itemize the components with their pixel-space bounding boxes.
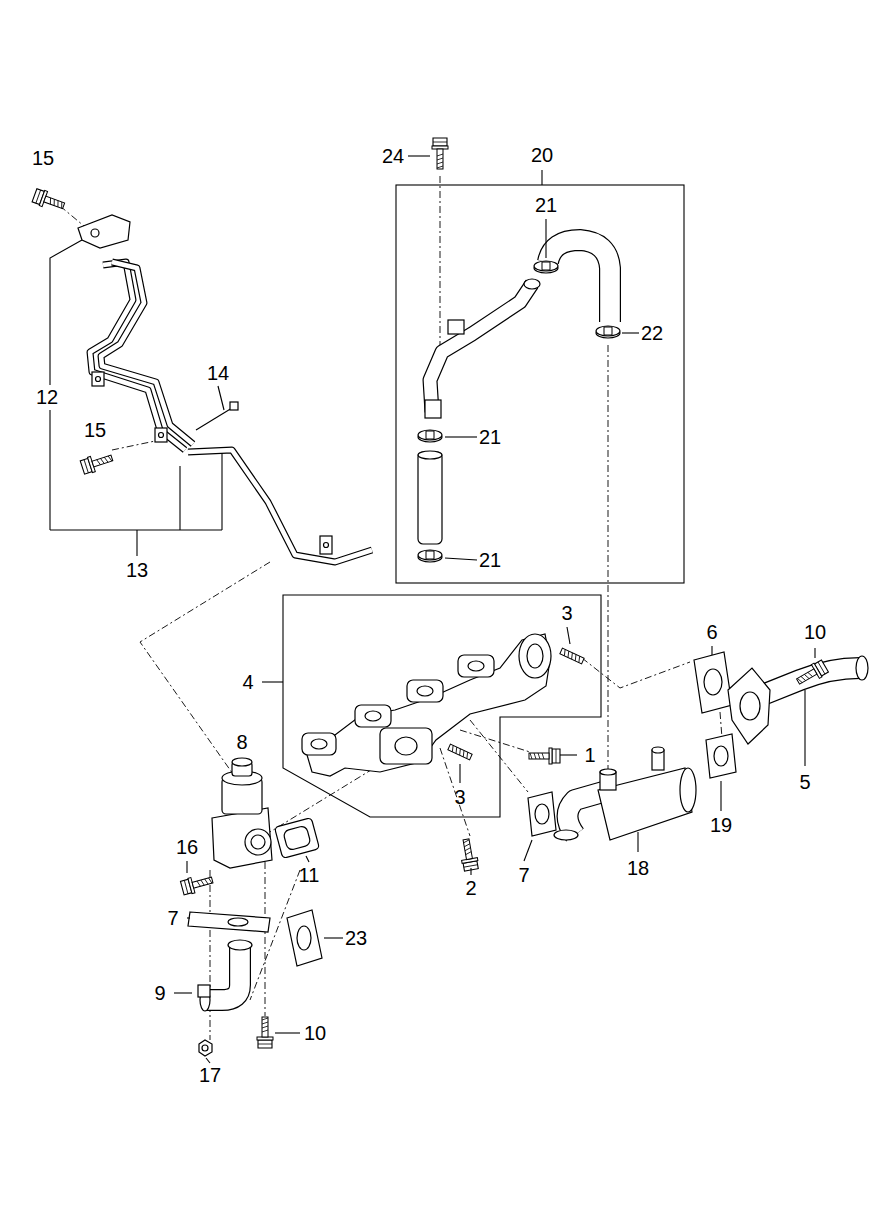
callout-number: 19 (710, 815, 732, 835)
callout-number: 12 (36, 387, 58, 407)
callout-number: 7 (518, 865, 529, 885)
callout-number: 24 (382, 146, 404, 166)
callout-number: 10 (804, 622, 826, 642)
callout-number: 21 (535, 195, 557, 215)
callout-number: 7 (167, 908, 178, 928)
callout-number: 16 (176, 837, 198, 857)
callout-number: 23 (345, 928, 367, 948)
callout-number: 11 (299, 865, 320, 885)
callout-number: 18 (627, 858, 649, 878)
callout-number: 3 (561, 603, 572, 623)
callout-number: 9 (154, 983, 165, 1003)
callout-number: 14 (207, 363, 229, 383)
callout-number: 21 (479, 427, 501, 447)
callout-number: 21 (479, 550, 501, 570)
callout-number: 22 (641, 323, 663, 343)
callout-number: 6 (706, 622, 717, 642)
callout-number: 2 (465, 878, 476, 898)
callout-number: 15 (84, 420, 106, 440)
callout-number: 13 (126, 560, 148, 580)
callout-number: 10 (304, 1023, 326, 1043)
callout-number: 3 (454, 787, 465, 807)
callout-number: 8 (236, 732, 247, 752)
callout-number: 17 (199, 1065, 221, 1085)
callout-number: 15 (32, 148, 54, 168)
callout-number: 1 (584, 745, 595, 765)
callout-number: 5 (799, 772, 810, 792)
callout-number: 4 (242, 672, 253, 692)
callout-number: 20 (531, 145, 553, 165)
